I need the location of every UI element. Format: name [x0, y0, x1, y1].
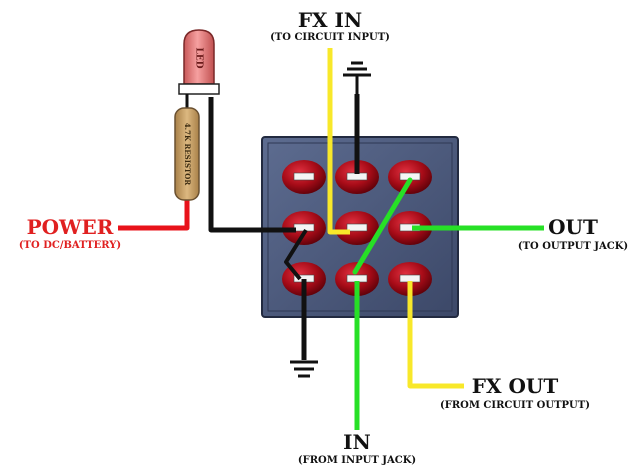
led-to-switch-wire: [208, 97, 296, 233]
in-sublabel: (FROM INPUT JACK): [298, 455, 416, 466]
fx-out-sublabel: (FROM CIRCUIT OUTPUT): [440, 400, 590, 411]
lug-top-middle: [335, 160, 379, 194]
resistor-component: 4.7K RESISTOR: [174, 107, 200, 201]
resistor-label: 4.7K RESISTOR: [183, 123, 192, 186]
led-label: LED: [194, 48, 204, 69]
fx-in-label: FX IN: [298, 8, 362, 32]
fx-in-wire: [327, 48, 350, 235]
black-jumper-wire: [284, 228, 308, 281]
ground-icon-bottom: [290, 360, 318, 378]
power-label: POWER: [27, 215, 114, 239]
lug-top-left: [282, 160, 326, 194]
power-wire: [118, 200, 190, 231]
lug-mid-middle: [335, 211, 379, 245]
lug-bottom-right: [388, 262, 432, 296]
power-sublabel: (TO DC/BATTERY): [19, 240, 121, 251]
in-label: IN: [343, 430, 371, 454]
led-component: LED: [178, 29, 220, 110]
ground-icon-top: [343, 61, 371, 94]
out-sublabel: (TO OUTPUT JACK): [518, 241, 628, 252]
green-jumper-wire: [352, 177, 413, 275]
out-label: OUT: [548, 215, 598, 239]
fx-out-label: FX OUT: [472, 374, 559, 398]
fx-out-wire: [407, 281, 464, 389]
lug-top-right: [388, 160, 432, 194]
fx-in-sublabel: (TO CIRCUIT INPUT): [270, 32, 390, 43]
